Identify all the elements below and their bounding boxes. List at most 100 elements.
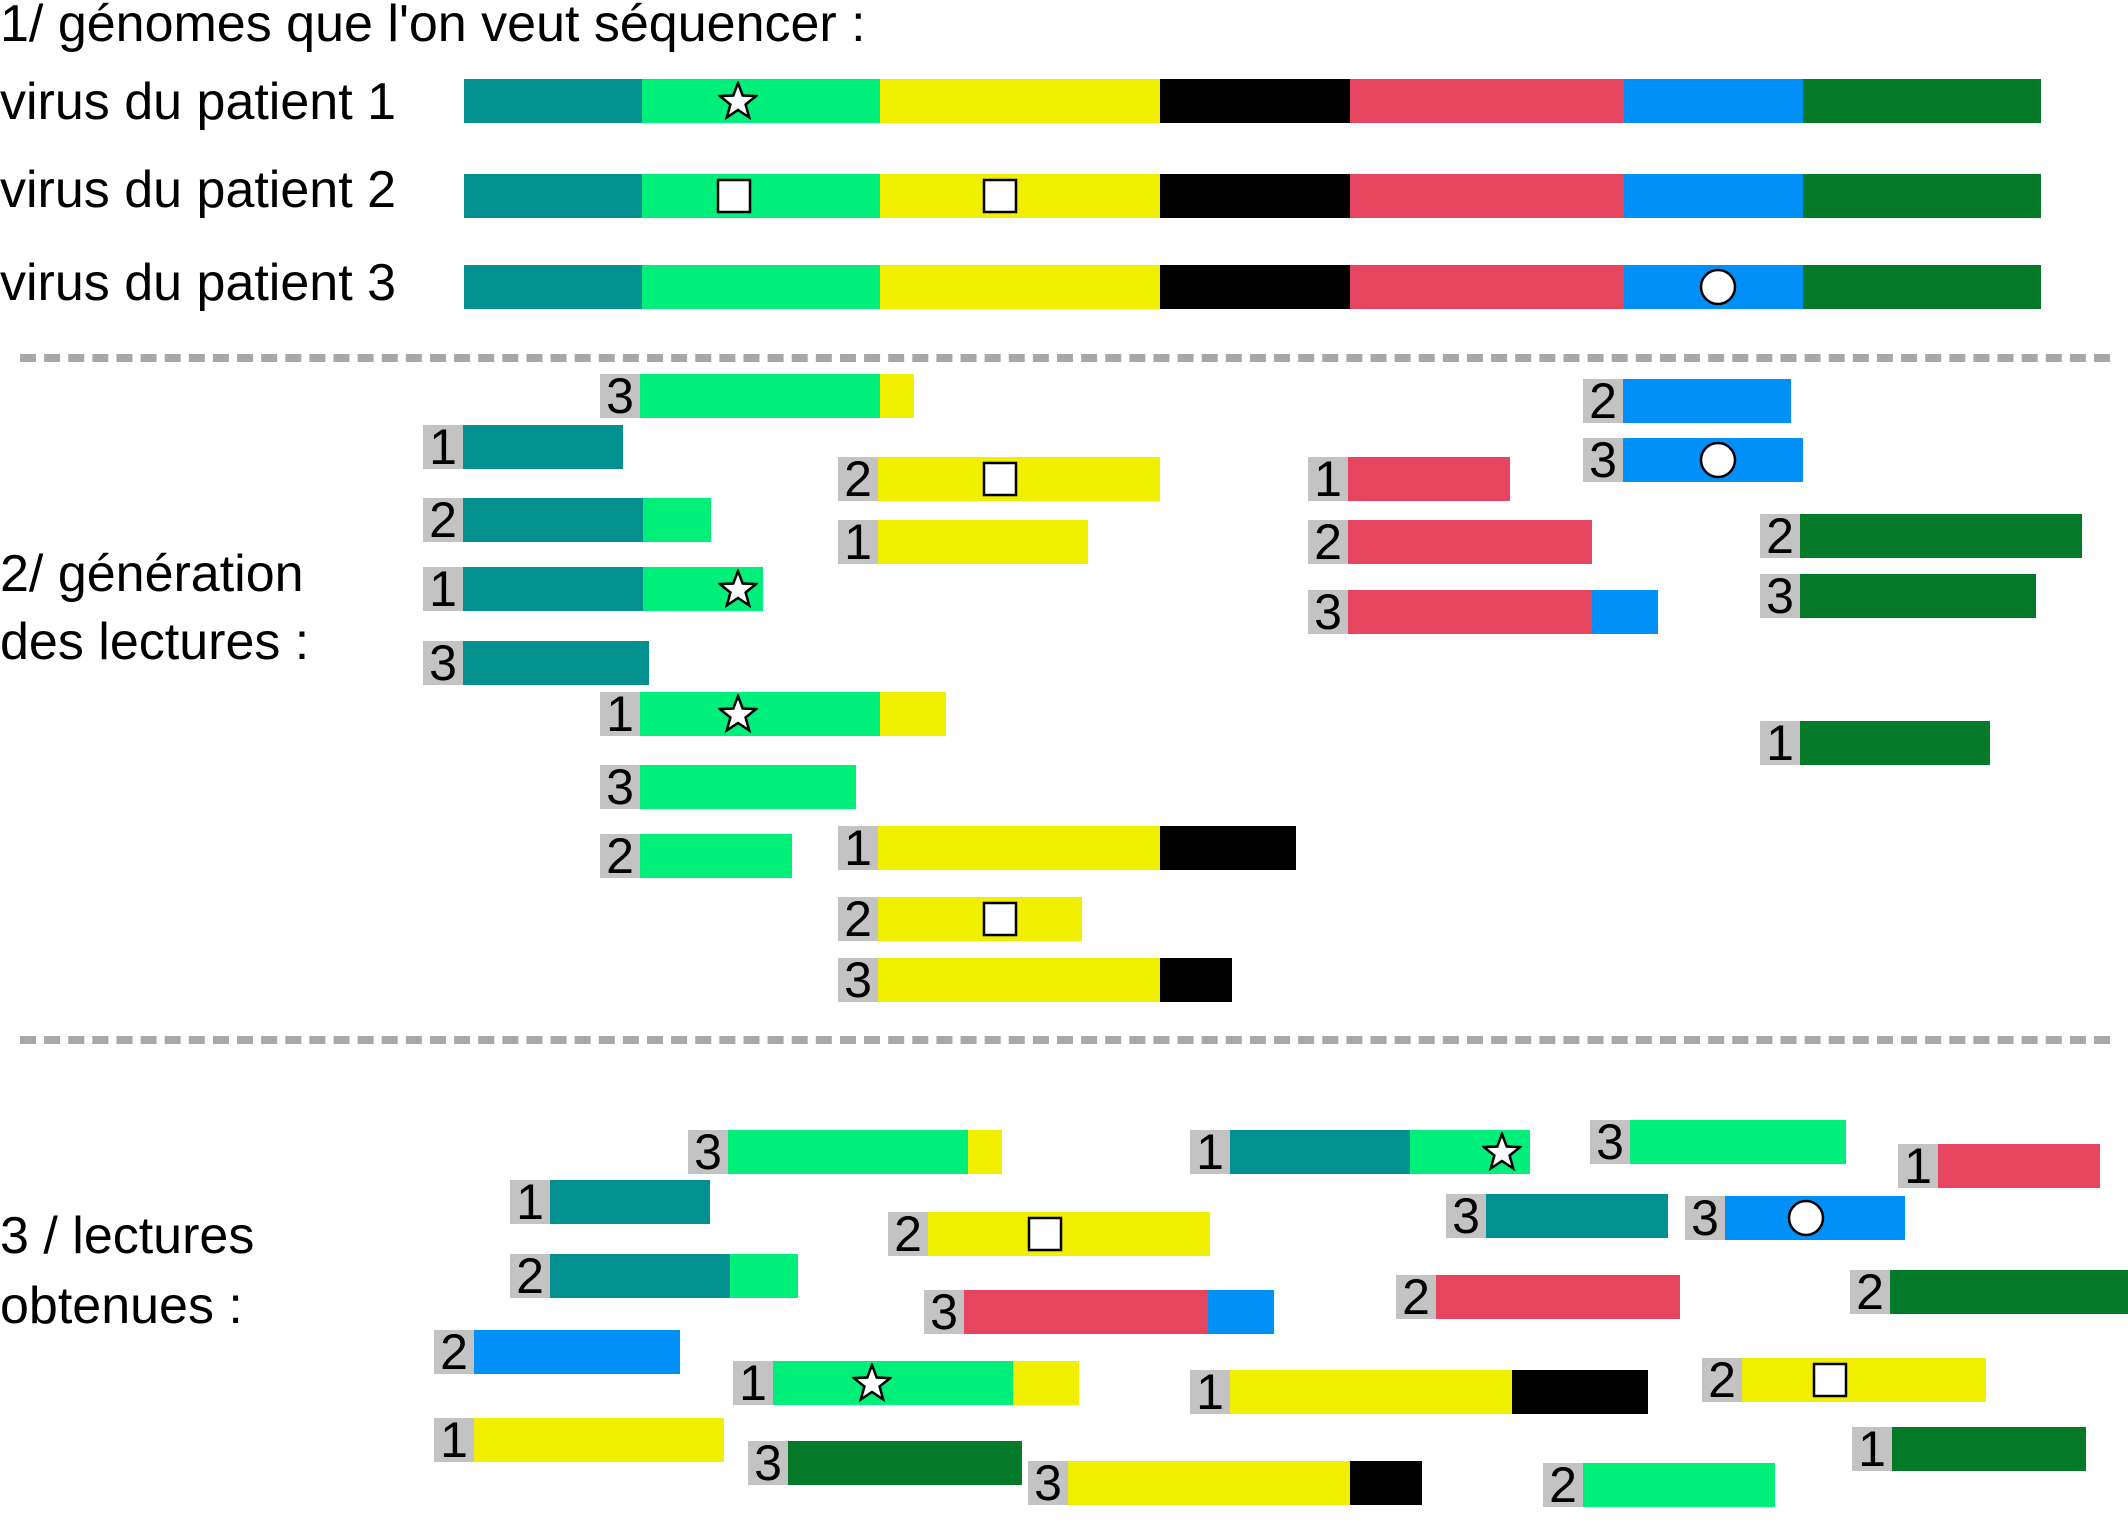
patient-tag: 1 bbox=[1898, 1138, 1938, 1194]
read-segment-spring bbox=[640, 374, 880, 418]
patient-tag-number: 2 bbox=[1766, 508, 1794, 564]
patient-tag: 1 bbox=[423, 561, 463, 617]
square-icon bbox=[980, 176, 1020, 216]
read-segment-spring bbox=[1630, 1120, 1846, 1164]
patient-tag-number: 1 bbox=[1196, 1124, 1224, 1180]
patient-tag-number: 3 bbox=[1691, 1190, 1719, 1246]
patient-tag: 2 bbox=[510, 1251, 550, 1301]
genome-region-red bbox=[1350, 265, 1624, 309]
section2-title-line1: 2/ génération bbox=[0, 545, 304, 603]
read-segment-red bbox=[1938, 1144, 2100, 1188]
divider-top bbox=[20, 354, 2110, 362]
star-icon bbox=[716, 79, 760, 121]
genome-region-teal bbox=[464, 174, 642, 218]
genome-region-yellow bbox=[880, 265, 1160, 309]
read-segment-yellow bbox=[880, 692, 946, 736]
read-segment-teal bbox=[1230, 1130, 1410, 1174]
patient-tag: 1 bbox=[1308, 451, 1348, 507]
patient-tag-number: 1 bbox=[1858, 1421, 1886, 1477]
patient-tag: 2 bbox=[1760, 508, 1800, 564]
read-segment-spring bbox=[728, 1130, 968, 1174]
read-segment-yellow bbox=[1230, 1370, 1512, 1414]
read-segment-yellow bbox=[1742, 1358, 1986, 1402]
patient-tag-number: 1 bbox=[429, 561, 457, 617]
patient-tag: 3 bbox=[1760, 571, 1800, 621]
read-segment-teal bbox=[550, 1254, 730, 1298]
read-segment-spring bbox=[773, 1361, 1013, 1405]
patient-tag-number: 2 bbox=[1856, 1264, 1884, 1320]
patient-tag: 1 bbox=[1852, 1421, 1892, 1477]
read-segment-teal bbox=[463, 641, 649, 685]
read-segment-teal bbox=[463, 567, 643, 611]
circle-icon bbox=[1698, 440, 1738, 480]
patient-tag: 2 bbox=[838, 451, 878, 507]
patient-tag-number: 2 bbox=[440, 1324, 468, 1380]
read-segment-red bbox=[1436, 1275, 1680, 1319]
read-segment-green bbox=[1890, 1270, 2128, 1314]
patient-tag-number: 2 bbox=[1589, 373, 1617, 429]
read-segment-yellow bbox=[878, 958, 1160, 1002]
patient-tag-number: 1 bbox=[429, 419, 457, 475]
patient-tag-number: 2 bbox=[844, 451, 872, 507]
patient-tag-number: 3 bbox=[1314, 584, 1342, 640]
patient-tag: 2 bbox=[1850, 1264, 1890, 1320]
square-icon bbox=[980, 459, 1020, 499]
patient-tag: 2 bbox=[1702, 1352, 1742, 1408]
patient-tag: 1 bbox=[1190, 1124, 1230, 1180]
read-segment-teal bbox=[1486, 1194, 1668, 1238]
read-segment-green bbox=[1800, 514, 2082, 558]
square-icon bbox=[714, 176, 754, 216]
genome-region-blue bbox=[1624, 79, 1803, 123]
read-segment-black bbox=[1512, 1370, 1648, 1414]
patient-tag: 3 bbox=[1028, 1455, 1068, 1511]
patient-tag-number: 3 bbox=[844, 952, 872, 1008]
patient-tag: 3 bbox=[748, 1435, 788, 1491]
patient-tag-number: 3 bbox=[754, 1435, 782, 1491]
section3-title-line1: 3 / lectures bbox=[0, 1207, 255, 1265]
patient-tag: 1 bbox=[1760, 718, 1800, 768]
read-segment-yellow bbox=[928, 1212, 1210, 1256]
read-segment-black bbox=[1160, 958, 1232, 1002]
patient-tag: 1 bbox=[733, 1355, 773, 1411]
patient-tag: 3 bbox=[1446, 1191, 1486, 1241]
patient-tag: 3 bbox=[423, 638, 463, 688]
patient-tag-number: 1 bbox=[606, 686, 634, 742]
patient-tag-number: 1 bbox=[516, 1174, 544, 1230]
read-segment-green bbox=[1800, 574, 2036, 618]
patient-tag-number: 2 bbox=[1708, 1352, 1736, 1408]
patient-tag-number: 1 bbox=[440, 1412, 468, 1468]
patient-tag: 1 bbox=[434, 1412, 474, 1468]
patient-tag: 3 bbox=[838, 952, 878, 1008]
genome-label-patient-3: virus du patient 3 bbox=[0, 254, 397, 312]
patient-tag-number: 3 bbox=[1034, 1455, 1062, 1511]
read-segment-spring bbox=[643, 498, 711, 542]
patient-tag-number: 1 bbox=[1904, 1138, 1932, 1194]
patient-tag-number: 3 bbox=[1596, 1114, 1624, 1170]
patient-tag: 1 bbox=[838, 517, 878, 567]
genome-region-yellow bbox=[880, 79, 1160, 123]
read-segment-blue bbox=[1592, 590, 1658, 634]
genome-region-green bbox=[1803, 265, 2041, 309]
patient-tag: 1 bbox=[1190, 1367, 1230, 1417]
genome-region-green bbox=[1803, 174, 2041, 218]
read-segment-green bbox=[788, 1441, 1022, 1485]
genome-region-black bbox=[1160, 174, 1350, 218]
patient-tag-number: 2 bbox=[844, 891, 872, 947]
read-segment-spring bbox=[1583, 1463, 1775, 1507]
genome-region-red bbox=[1350, 174, 1624, 218]
genome-label-patient-2: virus du patient 2 bbox=[0, 161, 397, 219]
divider-bottom bbox=[20, 1036, 2110, 1044]
read-segment-red bbox=[1348, 457, 1510, 501]
read-segment-spring bbox=[730, 1254, 798, 1298]
patient-tag: 1 bbox=[838, 823, 878, 873]
patient-tag-number: 2 bbox=[894, 1206, 922, 1262]
patient-tag-number: 1 bbox=[1314, 451, 1342, 507]
read-segment-yellow bbox=[474, 1418, 724, 1462]
patient-tag-number: 1 bbox=[739, 1355, 767, 1411]
patient-tag: 3 bbox=[600, 762, 640, 812]
read-segment-teal bbox=[550, 1180, 710, 1224]
patient-tag: 1 bbox=[510, 1174, 550, 1230]
square-icon bbox=[980, 899, 1020, 939]
read-segment-yellow bbox=[878, 520, 1088, 564]
